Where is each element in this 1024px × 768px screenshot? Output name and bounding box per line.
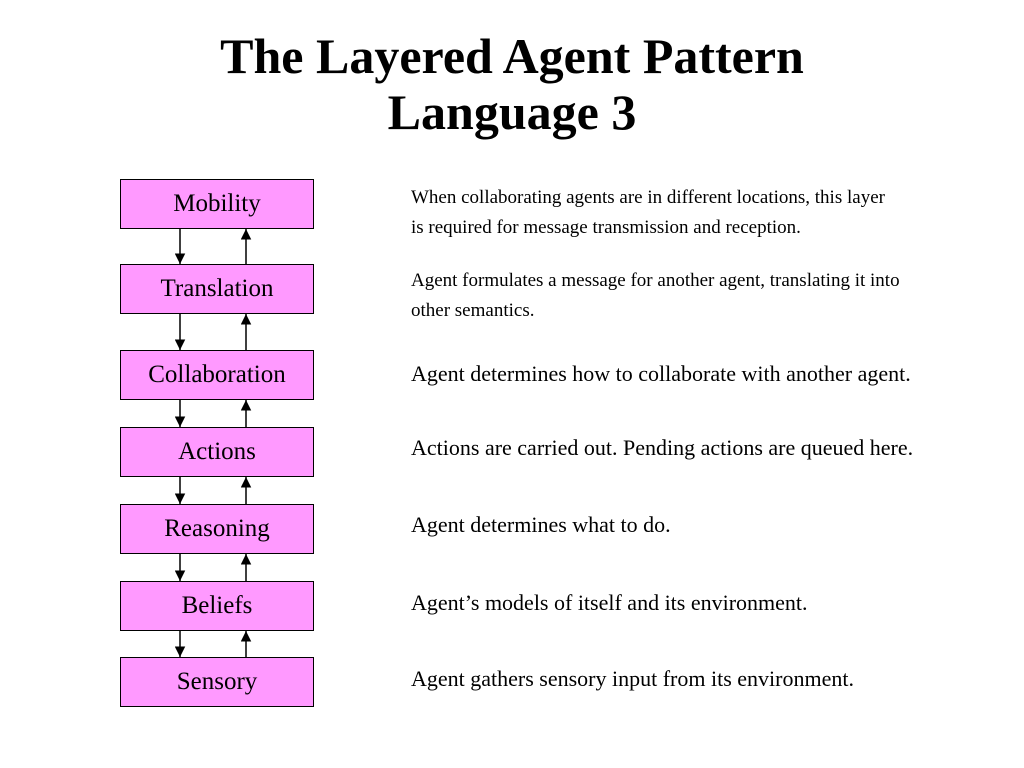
description-line: Agent determines what to do.	[411, 512, 671, 537]
description-line: Actions are carried out. Pending actions…	[411, 435, 914, 460]
layer-box-actions: Actions	[120, 427, 314, 477]
layer-description-translation: Agent formulates a message for another a…	[411, 266, 1011, 326]
layer-box-mobility: Mobility	[120, 179, 314, 229]
layer-box-translation: Translation	[120, 264, 314, 314]
description-line: Agent gathers sensory input from its env…	[411, 666, 854, 691]
page-title: The Layered Agent Pattern Language 3	[0, 28, 1024, 140]
description-line: When collaborating agents are in differe…	[411, 187, 885, 208]
description-line: Agent determines how to collaborate with…	[411, 361, 911, 386]
layer-description-mobility: When collaborating agents are in differe…	[411, 183, 1011, 243]
description-line: other semantics.	[411, 300, 535, 321]
description-line: is required for message transmission and…	[411, 217, 801, 238]
layer-box-reasoning: Reasoning	[120, 504, 314, 554]
layer-description-collaboration: Agent determines how to collaborate with…	[411, 360, 1011, 388]
layer-box-collaboration: Collaboration	[120, 350, 314, 400]
layer-description-beliefs: Agent’s models of itself and its environ…	[411, 589, 1011, 617]
layer-description-reasoning: Agent determines what to do.	[411, 511, 1011, 539]
description-line: Agent’s models of itself and its environ…	[411, 590, 808, 615]
layer-box-sensory: Sensory	[120, 657, 314, 707]
layer-box-beliefs: Beliefs	[120, 581, 314, 631]
title-line-1: The Layered Agent Pattern	[220, 28, 804, 84]
title-line-2: Language 3	[387, 84, 637, 140]
layer-description-actions: Actions are carried out. Pending actions…	[411, 434, 1011, 462]
layer-description-sensory: Agent gathers sensory input from its env…	[411, 665, 1011, 693]
description-line: Agent formulates a message for another a…	[411, 270, 900, 291]
